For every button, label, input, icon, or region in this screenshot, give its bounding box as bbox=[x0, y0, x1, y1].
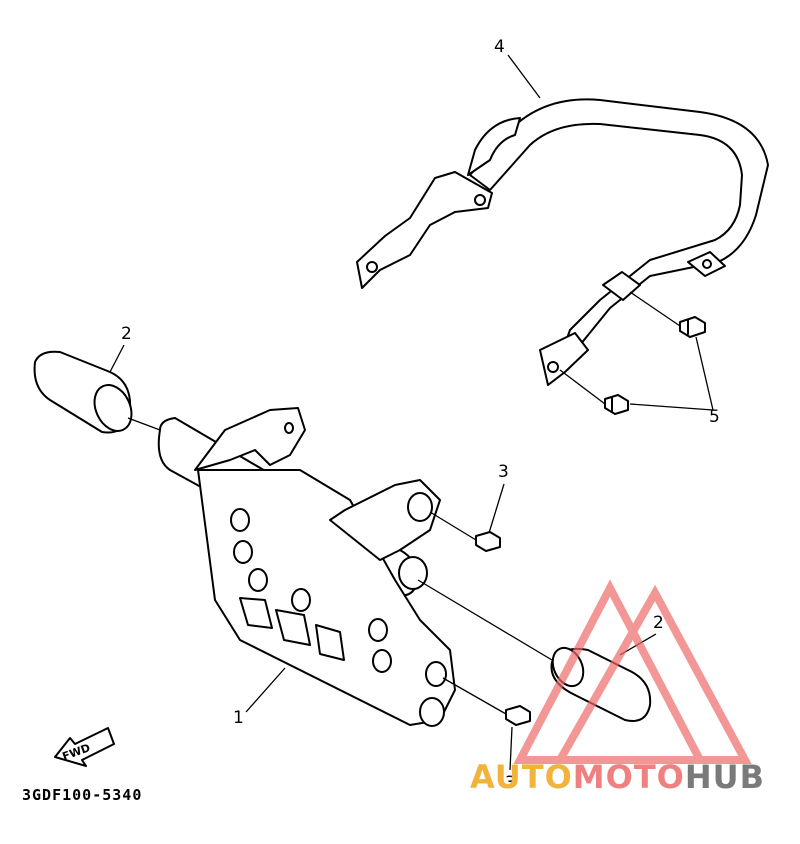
callout-2-right: 2 bbox=[653, 613, 664, 633]
watermark-logo bbox=[513, 579, 752, 764]
watermark-hub: HUB bbox=[684, 758, 766, 796]
bolt-part-5-upper bbox=[679, 316, 706, 338]
callout-1: 1 bbox=[233, 708, 244, 728]
callout-5: 5 bbox=[709, 407, 720, 427]
watermark-auto: AUTO bbox=[470, 758, 573, 796]
bolt-part-3-upper bbox=[475, 531, 501, 552]
part-code: 3GDF100-5340 bbox=[22, 786, 143, 804]
bolt-part-5-lower bbox=[604, 394, 629, 415]
watermark-text: AUTOMOTOHUB bbox=[470, 758, 765, 796]
assembly-leader-lines bbox=[127, 291, 681, 715]
callout-leaders bbox=[109, 54, 714, 771]
watermark-moto: MOTO bbox=[572, 758, 685, 796]
main-bracket-part-1 bbox=[157, 407, 456, 727]
grab-bar-part-4 bbox=[356, 98, 769, 386]
callout-2-left: 2 bbox=[121, 324, 132, 344]
end-cap-part-2-left bbox=[33, 350, 133, 434]
bolt-part-3-lower bbox=[505, 705, 531, 726]
callout-4: 4 bbox=[494, 37, 505, 57]
fwd-arrow-icon bbox=[54, 727, 115, 767]
callout-3-lower: 3 bbox=[505, 773, 516, 793]
callout-3-upper: 3 bbox=[498, 462, 509, 482]
